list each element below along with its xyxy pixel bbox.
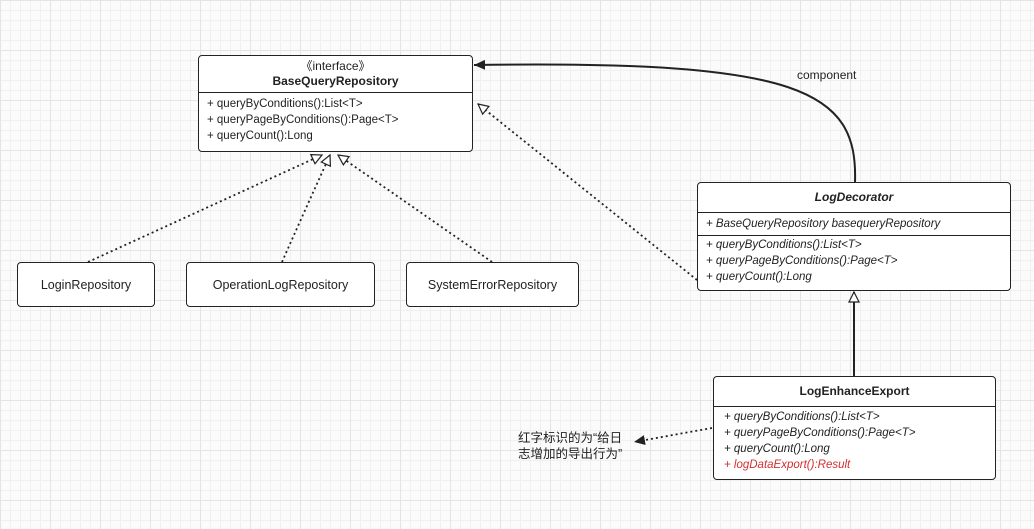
class-log-decorator[interactable]: LogDecorator + BaseQueryRepository baseq… <box>697 182 1011 291</box>
interface-methods: + queryByConditions():List<T> + queryPag… <box>199 93 472 147</box>
enhance-name: LogEnhanceExport <box>799 384 910 398</box>
decorator-methods: + queryByConditions():List<T> + queryPag… <box>698 235 1010 288</box>
method-item-export: + logDataExport():Result <box>724 459 851 471</box>
note-pointer <box>633 427 713 445</box>
enhance-methods: + queryByConditions():List<T> + queryPag… <box>714 407 995 475</box>
interface-stereotype: 《interface》 <box>300 59 371 73</box>
method-item: + queryPageByConditions():Page<T> <box>724 427 916 439</box>
class-log-enhance-export[interactable]: LogEnhanceExport + queryByConditions():L… <box>713 376 996 480</box>
class-name: OperationLogRepository <box>212 277 349 292</box>
field-item: + BaseQueryRepository basequeryRepositor… <box>706 218 941 230</box>
method-item: + queryCount():Long <box>724 443 830 455</box>
interface-header: 《interface》 BaseQueryRepository <box>199 56 472 93</box>
method-item: + queryByConditions():List<T> <box>724 411 880 423</box>
realization-login <box>87 155 322 263</box>
note-line: 志增加的导出行为” <box>518 447 623 461</box>
class-system-error-repository[interactable]: SystemErrorRepository <box>406 262 579 307</box>
class-operation-log-repository[interactable]: OperationLogRepository <box>186 262 375 307</box>
class-name: SystemErrorRepository <box>427 277 558 292</box>
enhance-header: LogEnhanceExport <box>714 377 995 407</box>
association-label: component <box>797 68 857 82</box>
realization-decorator <box>478 104 698 281</box>
method-item: + queryCount():Long <box>706 271 812 283</box>
decorator-header: LogDecorator <box>698 183 1010 213</box>
interface-base-query-repository[interactable]: 《interface》 BaseQueryRepository + queryB… <box>198 55 473 152</box>
class-login-repository[interactable]: LoginRepository <box>17 262 155 307</box>
realization-operationlog <box>281 155 330 263</box>
note-line: 红字标识的为“给日 <box>518 431 623 445</box>
method-item: + queryPageByConditions():Page<T> <box>207 114 399 126</box>
method-item: + queryCount():Long <box>207 130 313 142</box>
note-text: 红字标识的为“给日 志增加的导出行为” <box>518 430 622 462</box>
class-name: LoginRepository <box>40 277 132 292</box>
method-item: + queryByConditions():List<T> <box>706 239 862 251</box>
method-item: + queryPageByConditions():Page<T> <box>706 255 898 267</box>
interface-name: BaseQueryRepository <box>272 74 399 88</box>
method-item: + queryByConditions():List<T> <box>207 98 363 110</box>
decorator-fields: + BaseQueryRepository basequeryRepositor… <box>698 213 1010 235</box>
decorator-name: LogDecorator <box>814 190 894 204</box>
component-association <box>473 59 857 183</box>
realization-systemerror <box>338 155 493 263</box>
